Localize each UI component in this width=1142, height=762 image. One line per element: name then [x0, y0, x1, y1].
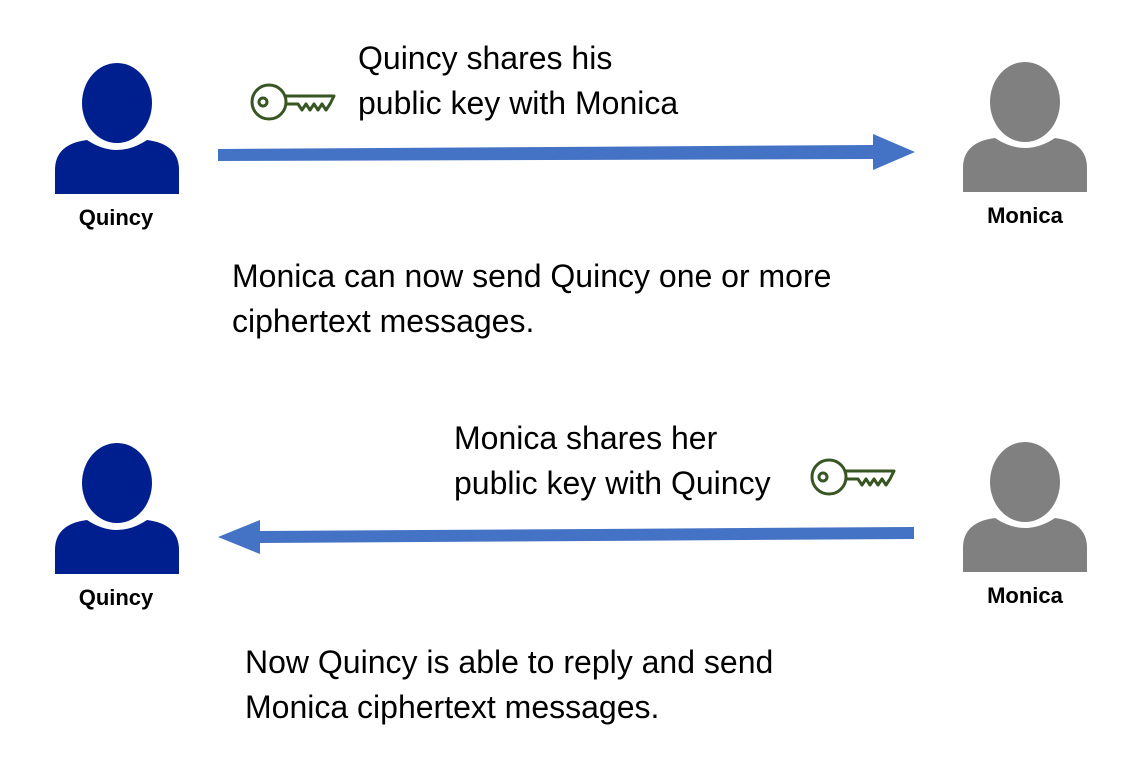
step1-result: Monica can now send Quincy one or more c… — [232, 254, 831, 344]
arrow-left — [216, 514, 916, 563]
step1-caption-line2: public key with Monica — [358, 85, 679, 121]
monica-label-bottom: Monica — [987, 583, 1063, 608]
step1-caption: Quincy shares his public key with Monica — [358, 36, 678, 126]
step1-result-line1: Monica can now send Quincy one or more — [232, 258, 832, 294]
key-icon-top — [250, 82, 336, 127]
monica-label-top: Monica — [987, 203, 1063, 228]
quincy-label-top: Quincy — [78, 205, 154, 230]
arrow-right — [218, 132, 918, 179]
step2-result: Now Quincy is able to reply and send Mon… — [245, 640, 773, 730]
quincy-label-bottom: Quincy — [78, 585, 154, 610]
step1-result-line2: ciphertext messages. — [232, 303, 535, 339]
monica-person-icon-bottom — [963, 442, 1087, 572]
monica-person-icon-top — [963, 62, 1087, 192]
step2-result-line1: Now Quincy is able to reply and send — [245, 644, 774, 680]
step2-result-line2: Monica ciphertext messages. — [245, 689, 660, 725]
key-icon-bottom — [810, 457, 896, 502]
step1-caption-line1: Quincy shares his — [358, 40, 613, 76]
step2-caption: Monica shares her public key with Quincy — [454, 416, 771, 506]
step2-caption-line1: Monica shares her — [454, 420, 718, 456]
quincy-person-icon-bottom — [55, 442, 179, 574]
step2-caption-line2: public key with Quincy — [454, 465, 771, 501]
quincy-person-icon-top — [55, 62, 179, 194]
